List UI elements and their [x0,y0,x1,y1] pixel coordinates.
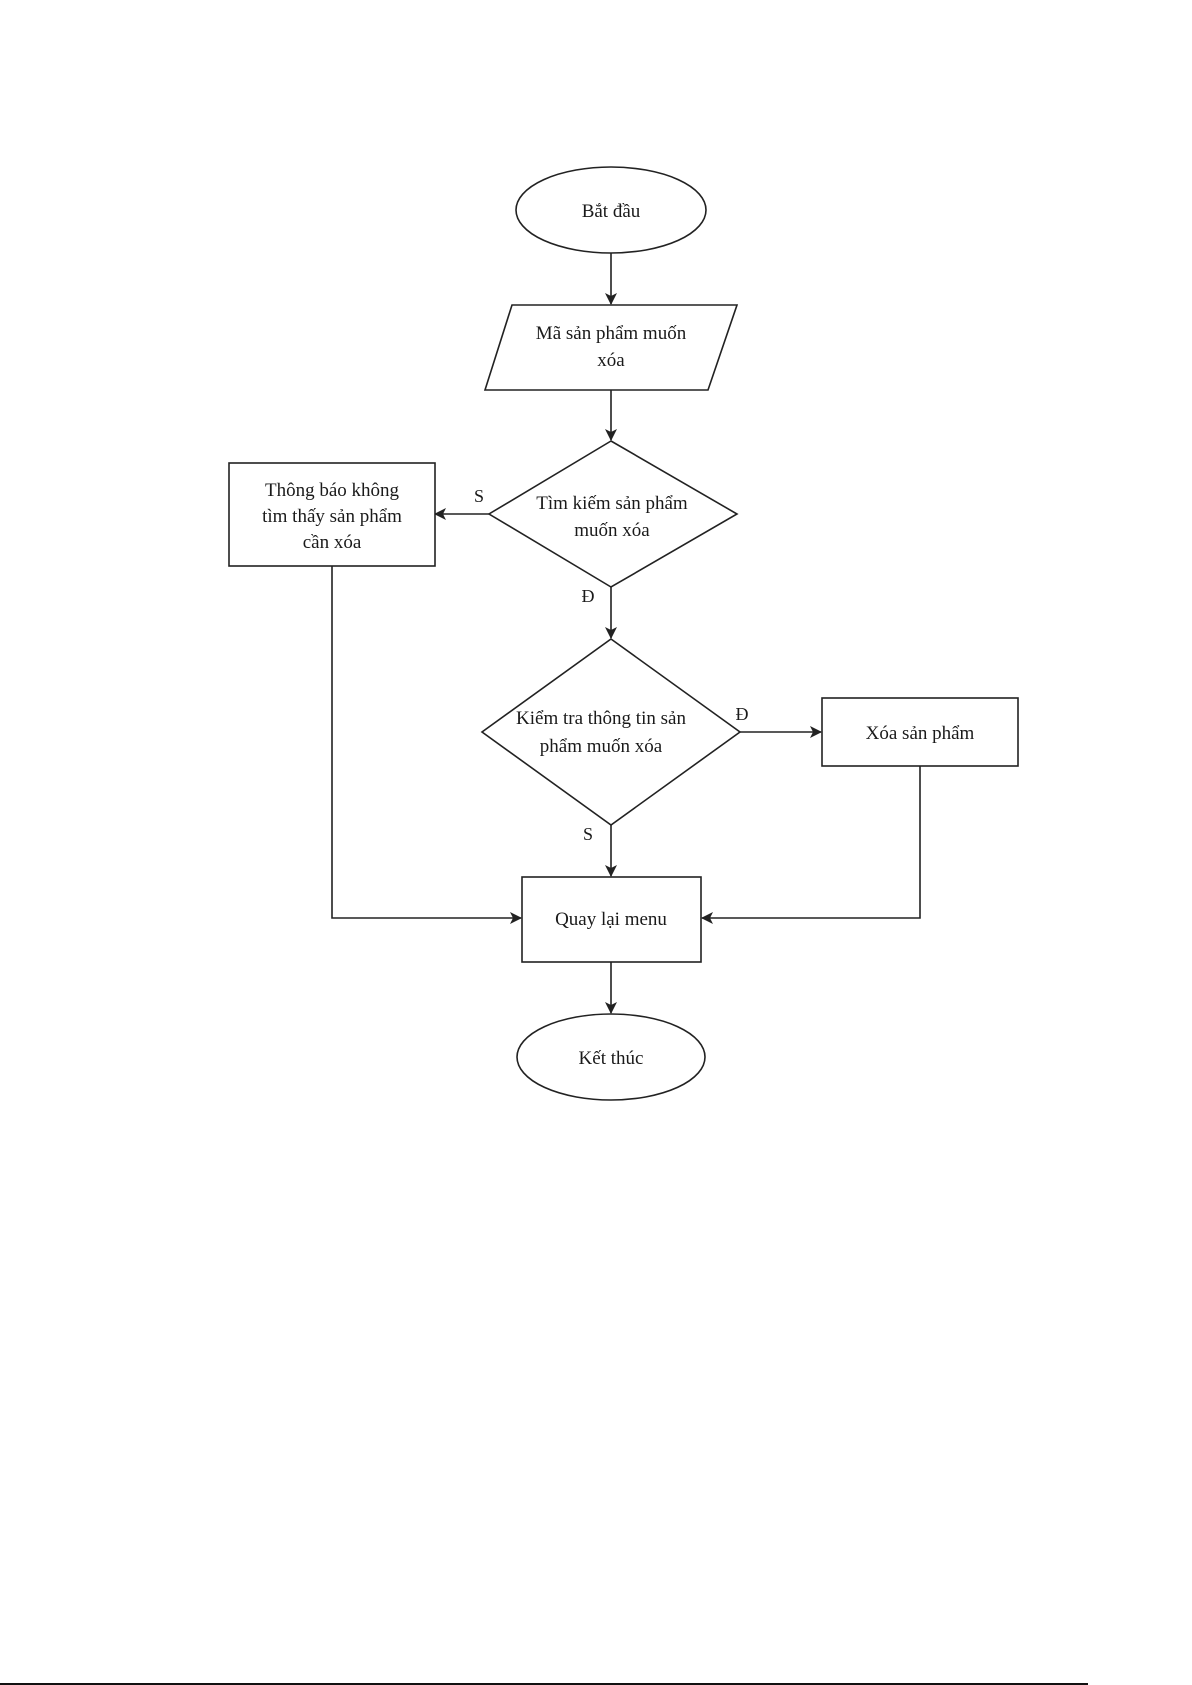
edge-notfound-to-back [332,566,521,918]
node-search-label-line2: muốn xóa [574,520,650,541]
edge-label-search-yes: Đ [582,586,595,606]
node-input-label-line1: Mã sản phẩm muốn [536,323,687,344]
edge-label-check-yes: Đ [736,704,749,724]
node-check-label-line1: Kiểm tra thông tin sản [516,708,686,729]
node-check-label-line2: phẩm muốn xóa [540,736,663,757]
node-notfound-label-line1: Thông báo không [265,480,400,501]
edge-delete-to-back [702,766,920,918]
node-start: Bắt đầu [516,167,706,253]
node-end: Kết thúc [517,1014,705,1100]
node-search: Tìm kiếm sản phẩm muốn xóa [489,441,737,587]
node-back-label: Quay lại menu [555,909,667,930]
node-search-label-line1: Tìm kiếm sản phẩm [536,493,688,514]
node-check: Kiểm tra thông tin sản phẩm muốn xóa [482,639,740,825]
node-notfound-label-line3: cần xóa [303,532,362,553]
node-back: Quay lại menu [522,877,701,962]
node-notfound: Thông báo không tìm thấy sản phẩm cần xó… [229,463,435,566]
node-input-label-line2: xóa [597,350,625,371]
node-delete-label: Xóa sản phẩm [866,723,975,744]
node-notfound-label-line2: tìm thấy sản phẩm [262,506,402,527]
node-delete: Xóa sản phẩm [822,698,1018,766]
node-input: Mã sản phẩm muốn xóa [485,305,737,390]
edge-label-search-no: S [474,486,484,506]
node-end-label: Kết thúc [579,1048,644,1069]
node-start-label: Bắt đầu [582,201,641,222]
edge-label-check-no: S [583,824,593,844]
